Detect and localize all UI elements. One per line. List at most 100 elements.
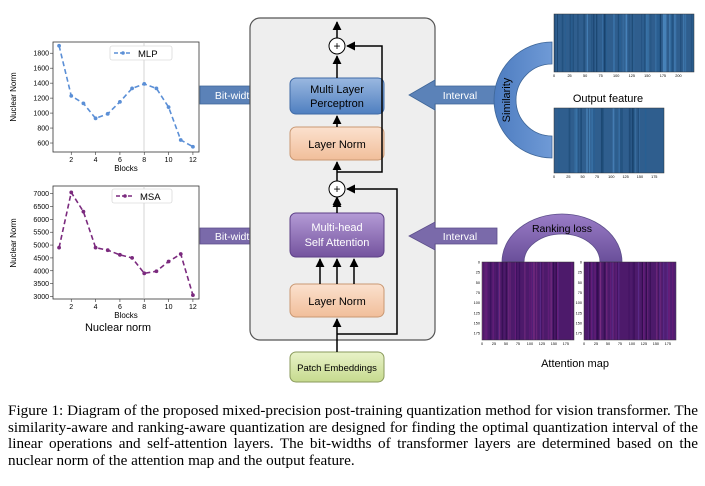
tick-label: 175	[474, 332, 480, 336]
msa-xlabel: Blocks	[114, 311, 138, 320]
tick-label: 0	[583, 342, 585, 346]
data-point	[69, 190, 74, 195]
tick-label: 75	[476, 291, 480, 295]
x-tick-label: 6	[118, 304, 122, 311]
msa-points	[57, 190, 195, 298]
add-node-top: +	[328, 37, 346, 55]
layer-norm-bottom-label: Layer Norm	[308, 296, 365, 308]
data-point	[191, 293, 195, 298]
data-point	[178, 252, 183, 256]
msa-block-line2: Self Attention	[305, 237, 370, 249]
data-point	[130, 86, 134, 91]
data-point	[105, 111, 110, 116]
msa-legend: MSA	[111, 188, 173, 204]
y-tick-label: 6000	[33, 217, 49, 224]
tick-label: 125	[641, 342, 647, 346]
x-tick-label: 4	[94, 304, 98, 311]
tick-label: 150	[653, 342, 659, 346]
tick-label: 150	[644, 74, 650, 78]
data-point	[142, 82, 147, 86]
add-node-bottom: +	[328, 180, 346, 198]
tick-label: 150	[576, 321, 582, 325]
interval-label-bottom: Interval	[443, 231, 477, 243]
mlp-points	[57, 43, 195, 149]
tick-label: 50	[476, 281, 480, 285]
ranking-loss-label: Ranking loss	[532, 223, 592, 235]
mlp-block-line1: Multi Layer	[310, 84, 364, 96]
data-point	[93, 245, 98, 250]
y-tick-label: 1800	[33, 51, 49, 58]
data-point	[130, 256, 134, 260]
tick-label: 0	[553, 74, 555, 78]
tick-label: 75	[599, 74, 603, 78]
data-point	[178, 138, 183, 142]
msa-ylabel: Nuclear Norm	[9, 218, 18, 268]
tick-label: 0	[478, 261, 480, 265]
interval-arrow-bottom: Interval	[408, 221, 498, 251]
x-tick-label: 8	[142, 157, 146, 164]
y-tick-label: 5000	[33, 243, 49, 250]
tick-label: 25	[578, 271, 582, 275]
y-tick-label: 7000	[33, 191, 49, 198]
interval-arrow-top: Interval	[408, 79, 498, 111]
x-tick-label: 8	[142, 304, 146, 311]
tick-label: 150	[637, 175, 643, 179]
mlp-ylabel: Nuclear Norm	[9, 72, 18, 122]
msa-series-line	[58, 190, 194, 296]
tick-label: 75	[516, 342, 520, 346]
tick-label: 75	[618, 342, 622, 346]
y-tick-label: 4000	[33, 268, 49, 275]
mlp-block: Multi Layer Perceptron	[289, 77, 385, 115]
data-point	[69, 93, 74, 98]
tick-label: 50	[606, 342, 610, 346]
tick-label: 25	[492, 342, 496, 346]
x-tick-label: 6	[118, 157, 122, 164]
add-node-top-symbol: +	[333, 39, 340, 53]
msa-block-line1: Multi-head	[311, 222, 362, 234]
figure-caption: Figure 1: Diagram of the proposed mixed-…	[8, 402, 698, 469]
tick-label: 150	[551, 342, 557, 346]
data-point	[81, 209, 86, 214]
bitwidth-label-top: Bit-width	[215, 90, 255, 102]
bitwidth-label-bottom: Bit-width	[215, 231, 255, 243]
data-point	[105, 248, 110, 253]
y-tick-label: 1600	[33, 66, 49, 73]
x-tick-label: 10	[165, 157, 173, 164]
layer-norm-bottom: Layer Norm	[289, 283, 385, 318]
mlp-xlabel: Blocks	[114, 164, 138, 173]
x-tick-label: 12	[189, 304, 197, 311]
x-tick-label: 2	[69, 157, 73, 164]
tick-label: 100	[527, 342, 533, 346]
data-point	[154, 269, 159, 274]
tick-label: 175	[563, 342, 569, 346]
tick-label: 175	[660, 74, 666, 78]
tick-label: 100	[613, 74, 619, 78]
tick-label: 25	[594, 342, 598, 346]
tick-label: 50	[578, 281, 582, 285]
msa-legend-label: MSA	[140, 192, 161, 203]
msa-block: Multi-head Self Attention	[289, 212, 385, 258]
tick-label: 175	[651, 175, 657, 179]
tick-label: 100	[576, 301, 582, 305]
y-tick-label: 5500	[33, 230, 49, 237]
data-point	[118, 252, 122, 257]
tick-label: 50	[583, 74, 587, 78]
flow-arrows	[315, 21, 398, 352]
patch-embeddings-box: Patch Embeddings	[289, 351, 385, 383]
data-point	[93, 116, 98, 121]
tick-label: 125	[539, 342, 545, 346]
data-point	[57, 43, 61, 48]
tick-label: 0	[553, 175, 555, 179]
tick-label: 75	[595, 175, 599, 179]
